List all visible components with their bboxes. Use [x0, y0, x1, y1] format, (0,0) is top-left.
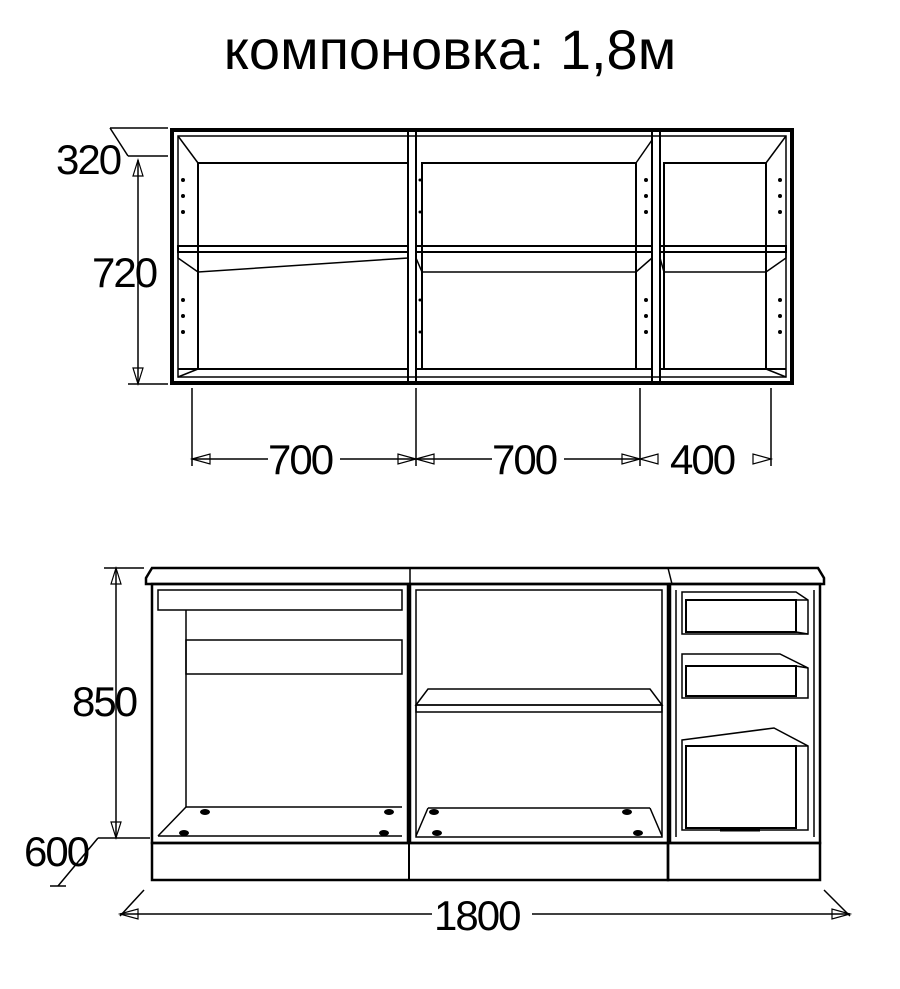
drawer-1	[681, 591, 809, 635]
countertop	[144, 566, 826, 586]
drawer-3	[681, 727, 809, 832]
base-cabinet-3	[668, 582, 822, 845]
base-depth-dimension: 600	[24, 828, 99, 887]
base-depth-label: 600	[24, 828, 89, 875]
wall-cabinet-2	[415, 139, 653, 370]
base-width-dimension: 1800	[117, 889, 853, 939]
page-title: компоновка: 1,8м	[223, 18, 677, 81]
wall-shelf	[177, 245, 409, 253]
wall-height-dimension: 720	[92, 157, 168, 387]
wall-shelf	[415, 245, 653, 253]
wall-shelf	[659, 245, 787, 253]
wall-depth-label: 320	[56, 136, 121, 183]
wall-width-label-1: 700	[268, 436, 333, 483]
base-cabinets	[144, 566, 826, 882]
base-height-label: 850	[72, 678, 137, 725]
wall-depth-dimension: 320	[56, 127, 168, 183]
wall-cabinets-outline	[170, 128, 794, 385]
base-shelf	[414, 688, 664, 706]
wall-cabinet-1	[177, 135, 409, 378]
base-cabinet-1	[150, 582, 410, 845]
base-height-dimension: 850	[72, 565, 150, 841]
drawer-2	[681, 653, 809, 699]
wall-width-label-2: 700	[492, 436, 557, 483]
wall-height-label: 720	[92, 249, 157, 296]
wall-width-dimensions: 700 700 400	[189, 388, 774, 483]
base-cabinet-2	[408, 582, 670, 845]
wall-cabinet-3	[659, 135, 787, 378]
base-width-label: 1800	[434, 892, 520, 939]
wall-cabinets	[170, 128, 794, 385]
wall-width-label-3: 400	[670, 436, 735, 483]
